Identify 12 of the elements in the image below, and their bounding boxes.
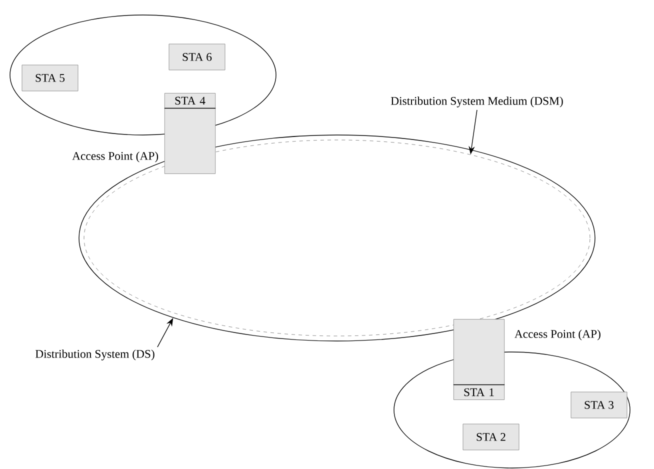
station-box: STA 5 xyxy=(22,64,78,92)
access-point-label: Access Point (AP) xyxy=(514,330,600,340)
access-point-box: STA 1 xyxy=(453,319,505,400)
ellipse xyxy=(394,352,630,468)
annotation-text: Distribution System Medium (DSM) xyxy=(390,96,563,108)
access-point-box: STA 4 xyxy=(164,92,216,174)
access-point-label: Access Point (AP) xyxy=(72,152,158,162)
annotation-text: Distribution System (DS) xyxy=(35,350,154,360)
station-box: STA 3 xyxy=(570,392,628,418)
station-box: STA 6 xyxy=(168,44,226,70)
station-box: STA 2 xyxy=(462,424,520,450)
ellipse xyxy=(10,14,276,136)
